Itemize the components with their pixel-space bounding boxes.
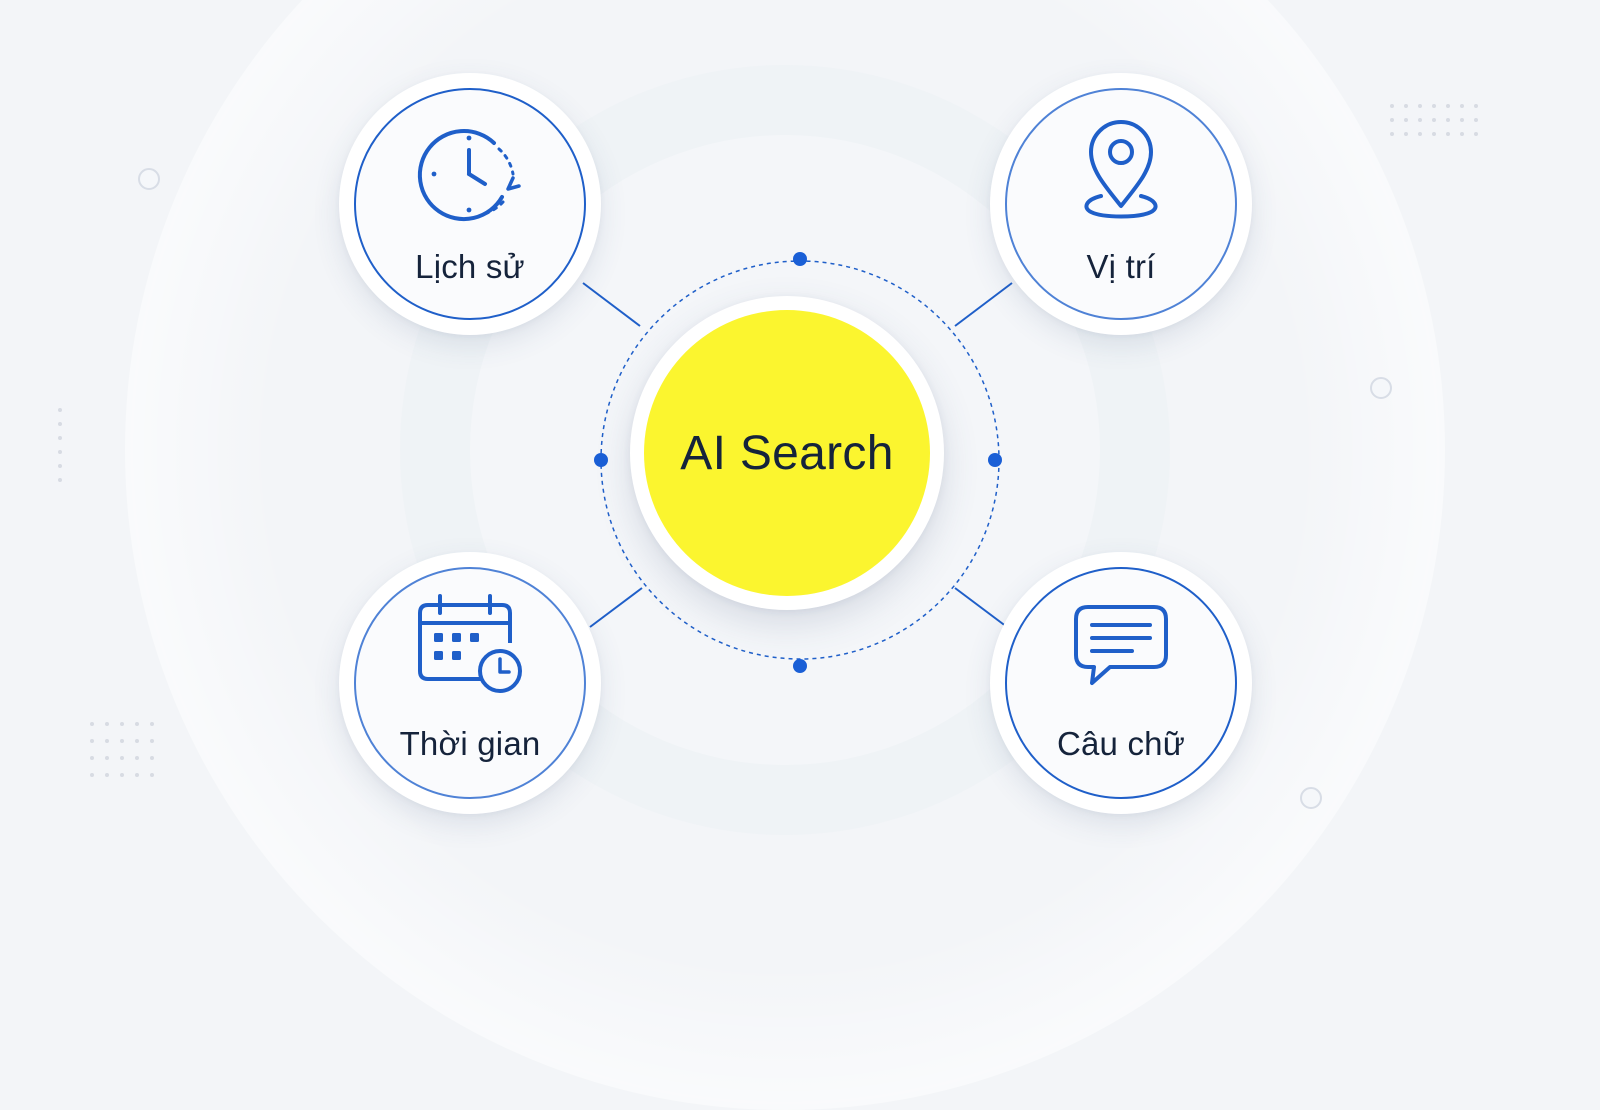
- orbit-dot-left: [594, 453, 608, 467]
- node-location-ring: Vị trí: [1005, 88, 1237, 320]
- decor-dot-grid-top-right: [1390, 104, 1478, 136]
- connector-time: [589, 587, 643, 628]
- node-location-label: Vị trí: [1086, 248, 1156, 285]
- decor-circle-right: [1370, 377, 1392, 399]
- node-time-label: Thời gian: [399, 725, 541, 762]
- node-location[interactable]: Vị trí: [990, 73, 1252, 335]
- decor-circle-bottom-right: [1300, 787, 1322, 809]
- hub-label: AI Search: [680, 426, 894, 480]
- clock-history-icon: [417, 129, 521, 221]
- orbit-dot-top: [793, 252, 807, 266]
- ai-search-hub-core: AI Search: [644, 310, 930, 596]
- decor-dot-grid-bottom-left: [90, 722, 154, 777]
- node-phrase-ring: Câu chữ: [1005, 567, 1237, 799]
- node-phrase[interactable]: Câu chữ: [990, 552, 1252, 814]
- orbit-dot-bottom: [793, 659, 807, 673]
- decor-circle-left: [138, 168, 160, 190]
- node-phrase-label: Câu chữ: [1056, 725, 1186, 762]
- ai-search-hub[interactable]: AI Search: [630, 296, 944, 610]
- node-time[interactable]: Thời gian: [339, 552, 601, 814]
- node-history-label: Lịch sử: [415, 248, 525, 285]
- node-history-ring: Lịch sử: [354, 88, 586, 320]
- orbit-dot-right: [988, 453, 1002, 467]
- node-history[interactable]: Lịch sử: [339, 73, 601, 335]
- chat-bubble-icon: [1074, 605, 1168, 685]
- connector-location: [954, 282, 1013, 327]
- connector-phrase: [954, 587, 1008, 628]
- decor-dot-grid-left: [58, 408, 62, 482]
- node-time-ring: Thời gian: [354, 567, 586, 799]
- calendar-clock-icon: [418, 594, 522, 693]
- connector-history: [582, 282, 641, 327]
- map-pin-icon: [1084, 120, 1158, 219]
- connector-layer: [582, 252, 1013, 673]
